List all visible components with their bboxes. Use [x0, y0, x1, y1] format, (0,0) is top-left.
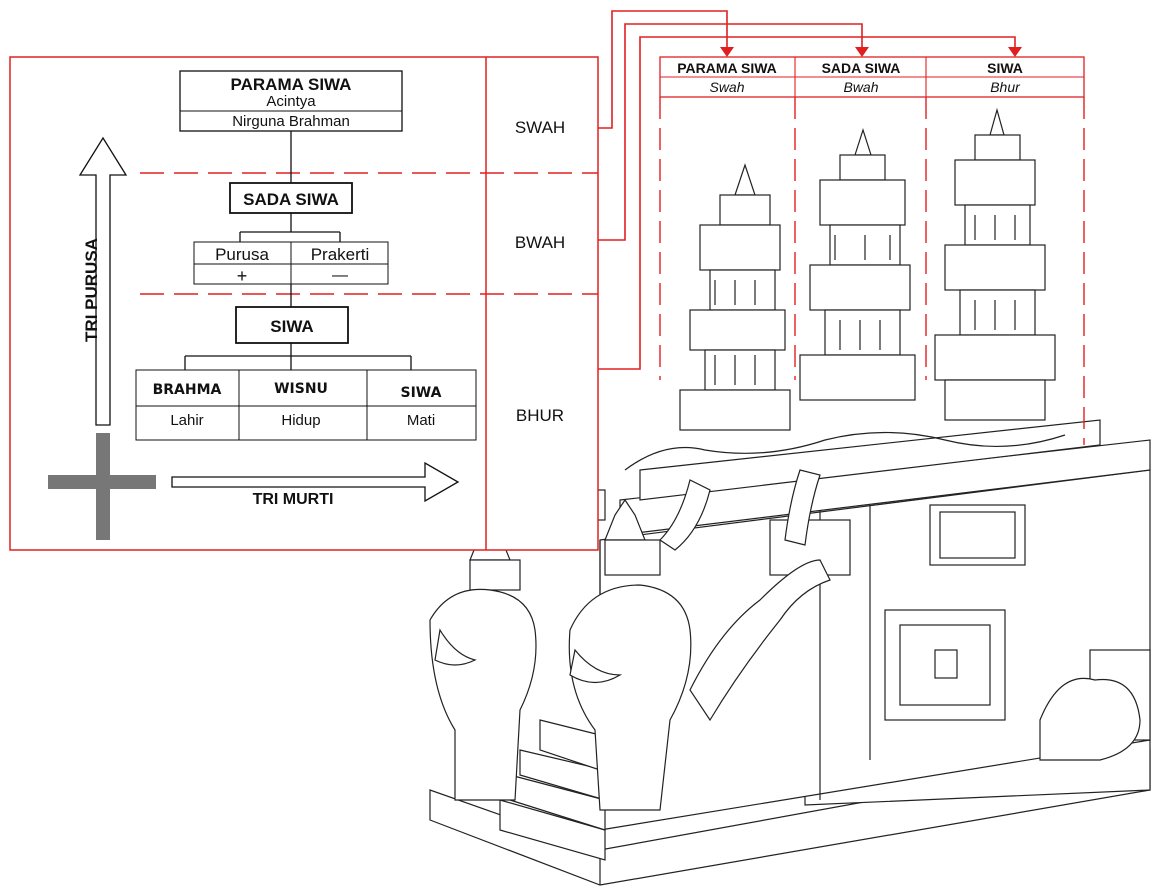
- tri-purusa-label: TRI PURUSA: [82, 238, 101, 342]
- diagram-panel: PARAMA SIWA Acintya Nirguna Brahman SADA…: [10, 57, 598, 550]
- parama-siwa-title: PARAMA SIWA: [231, 75, 352, 94]
- mati-label: Mati: [407, 412, 435, 429]
- siwa-title: SIWA: [270, 317, 313, 336]
- header-siwa: SIWA: [987, 60, 1023, 76]
- purusa-label: Purusa: [215, 245, 269, 264]
- cross-horizontal-bar: [48, 475, 156, 489]
- parama-siwa-nirguna: Nirguna Brahman: [232, 113, 350, 130]
- header-swah: Swah: [709, 79, 744, 95]
- purusa-sign: +: [237, 266, 248, 286]
- hidup-label: Hidup: [281, 412, 320, 429]
- sada-siwa-title: SADA SIWA: [243, 190, 339, 209]
- level-swah: SWAH: [515, 118, 565, 137]
- connector-arrowheads: [720, 47, 1022, 57]
- siwa-murti-label: SIWA: [401, 385, 442, 401]
- level-bhur: BHUR: [516, 406, 564, 425]
- temple-header-table: PARAMA SIWA SADA SIWA SIWA Swah Bwah Bhu…: [660, 57, 1084, 97]
- header-bhur: Bhur: [990, 79, 1021, 95]
- level-bwah: BWAH: [515, 233, 565, 252]
- wisnu-label: WISNU: [274, 381, 328, 397]
- header-parama-siwa: PARAMA SIWA: [677, 60, 777, 76]
- parama-siwa-acintya: Acintya: [266, 93, 316, 110]
- header-sada-siwa: SADA SIWA: [822, 60, 901, 76]
- prakerti-sign: —: [332, 267, 348, 284]
- temple-towers: [680, 110, 1055, 430]
- header-bwah: Bwah: [843, 79, 878, 95]
- brahma-label: BRAHMA: [153, 382, 222, 398]
- tri-murti-label: TRI MURTI: [253, 491, 334, 508]
- prakerti-label: Prakerti: [311, 245, 370, 264]
- lahir-label: Lahir: [170, 412, 203, 429]
